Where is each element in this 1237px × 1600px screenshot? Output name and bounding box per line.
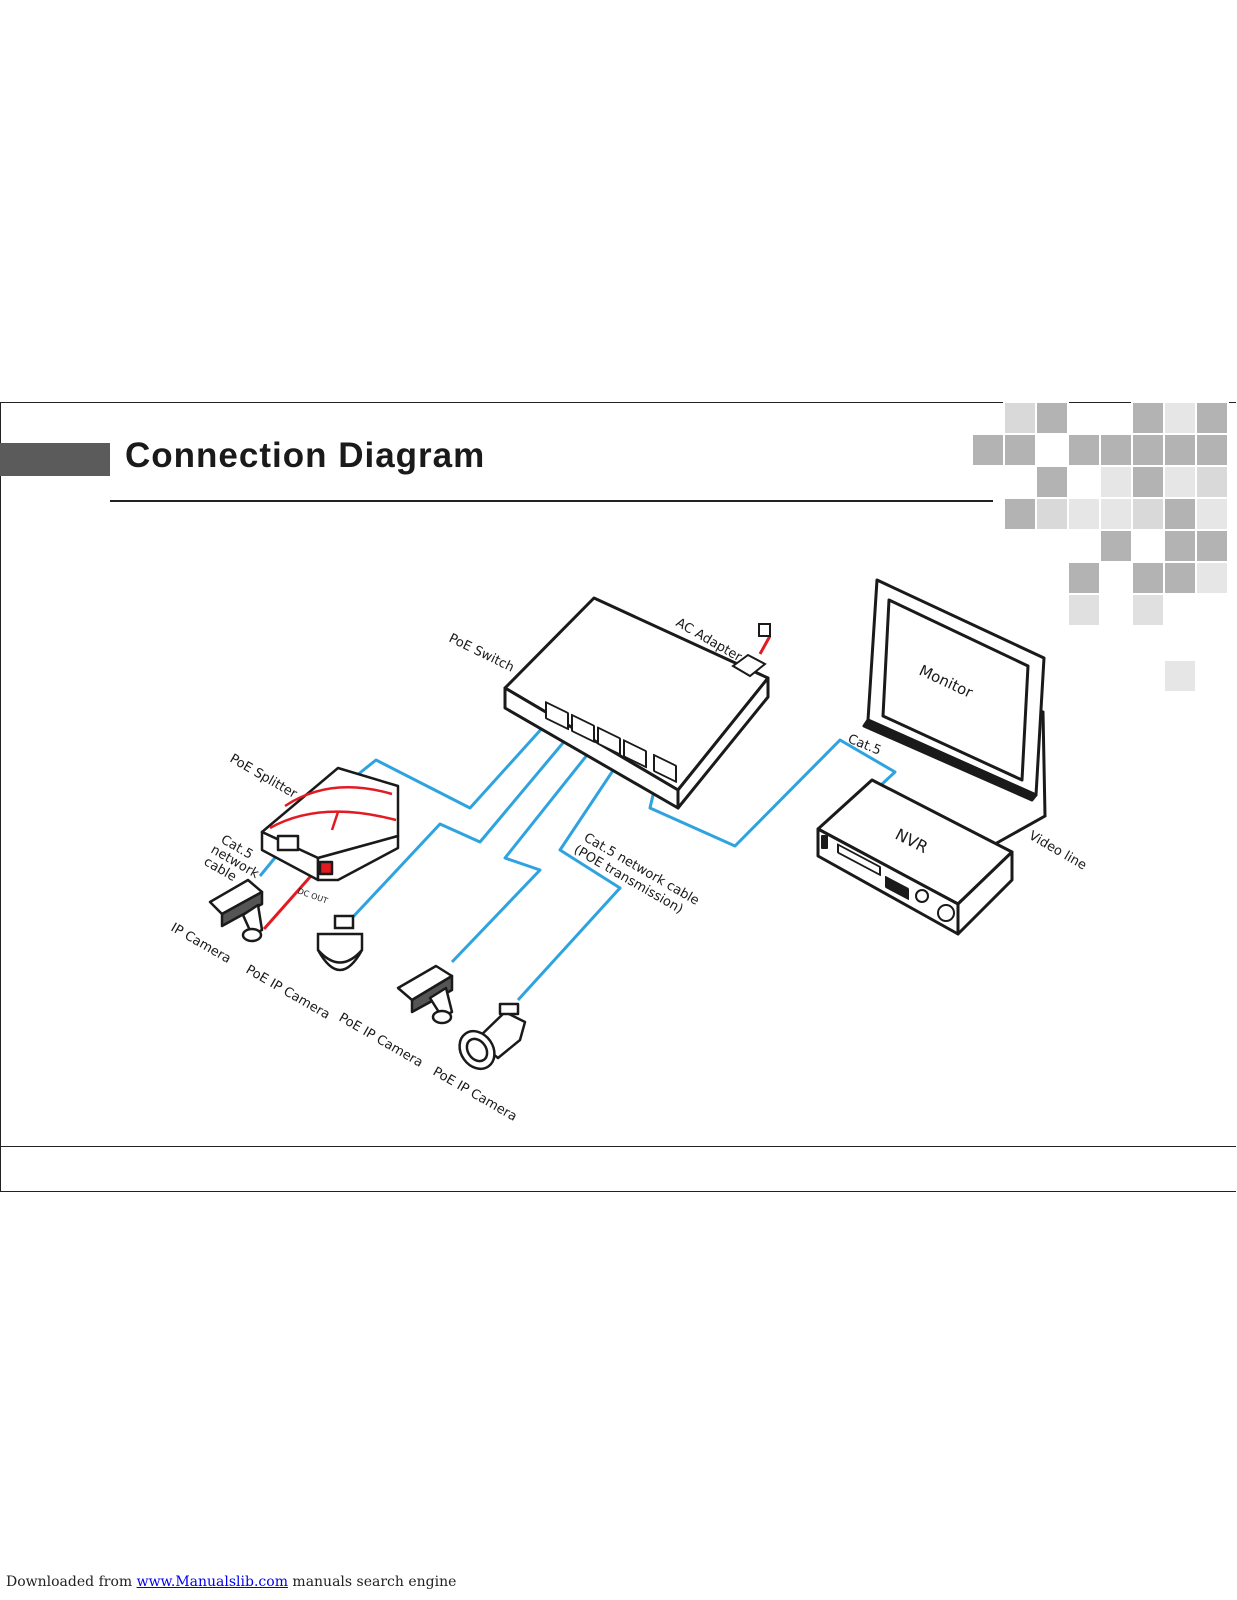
page-frame xyxy=(0,402,1236,1192)
cable-switch-to-box-camera xyxy=(450,734,605,964)
poe-switch-icon xyxy=(503,596,770,810)
power-adapter-to-outlet xyxy=(758,635,772,655)
manualslib-link[interactable]: www.Manualslib.com xyxy=(136,1574,288,1590)
label-poe-splitter: PoE Splitter xyxy=(227,751,300,802)
ac-adapter-icon xyxy=(731,623,771,678)
monitor-icon xyxy=(862,578,1046,802)
poe-box-camera-icon xyxy=(396,964,454,1025)
cable-switch-to-bullet-camera xyxy=(516,747,630,1002)
cable-switch-to-splitter xyxy=(355,713,556,810)
poe-bullet-camera-icon xyxy=(458,1002,527,1071)
ip-camera-icon xyxy=(208,878,264,943)
bottom-band-divider xyxy=(0,1146,1236,1147)
label-ip-camera: IP Camera xyxy=(168,920,233,966)
poe-splitter-icon xyxy=(260,766,400,882)
label-dc-out: DC OUT xyxy=(296,886,329,905)
cable-switch-to-nvr xyxy=(648,738,897,848)
label-poe-ip-camera-2: PoE IP Camera xyxy=(336,1010,425,1070)
label-poe-switch: PoE Switch xyxy=(446,631,516,675)
cable-switch-to-dome-camera xyxy=(350,724,580,920)
title-accent-bar xyxy=(0,443,110,476)
download-footer: Downloaded from www.Manualslib.com manua… xyxy=(6,1574,456,1590)
poe-dome-camera-icon xyxy=(316,914,364,972)
footer-prefix: Downloaded from xyxy=(6,1574,137,1590)
label-poe-ip-camera-3: PoE IP Camera xyxy=(430,1064,519,1124)
label-poe-ip-camera-1: PoE IP Camera xyxy=(243,962,332,1022)
power-splitter-to-ip-camera xyxy=(262,867,320,930)
nvr-icon xyxy=(816,778,1014,936)
label-video-line: Video line xyxy=(1026,828,1089,873)
title-underline xyxy=(110,500,993,502)
footer-suffix: manuals search engine xyxy=(287,1574,457,1590)
page-title: Connection Diagram xyxy=(125,436,486,475)
